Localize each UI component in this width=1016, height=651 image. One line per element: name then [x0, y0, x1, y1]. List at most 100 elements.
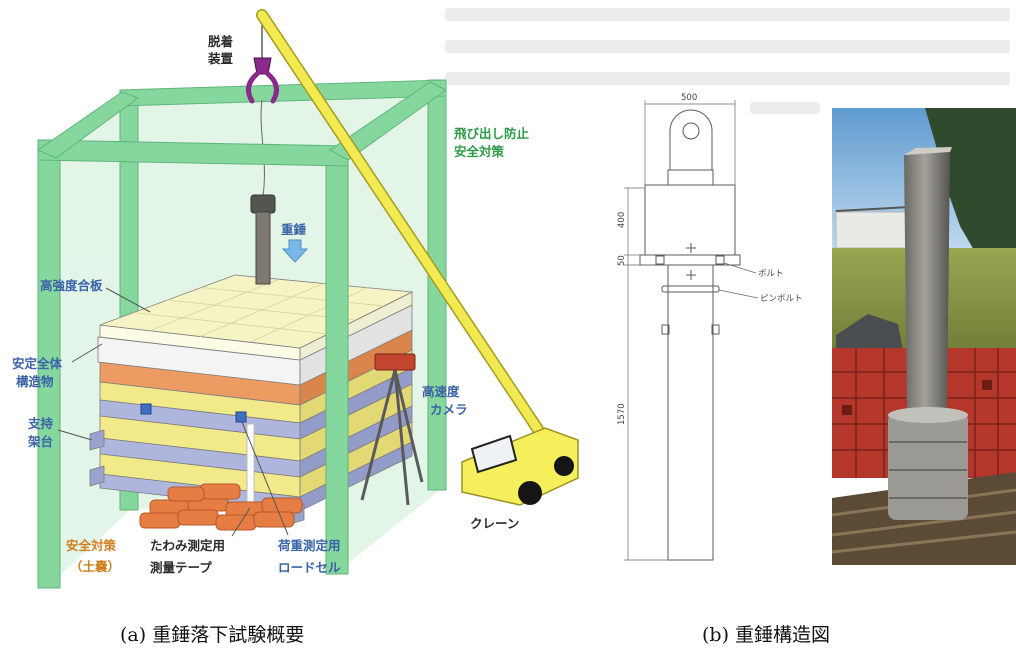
leader-plywood — [105, 287, 151, 313]
frame-post-front-right — [325, 145, 349, 575]
sandbag — [199, 483, 241, 500]
crane-boom — [257, 10, 550, 445]
label-detach-device-line2: 装置 — [207, 51, 234, 66]
sandbag — [253, 511, 295, 528]
faint-bleed-text-line — [445, 8, 1010, 21]
pin-bolt-mark — [661, 324, 670, 335]
drop-weight-photo — [832, 108, 1016, 565]
tripod-leg — [360, 369, 397, 501]
label-crane: クレーン — [470, 516, 519, 531]
high-speed-camera — [360, 353, 424, 506]
label-deflection-tape-line2: 測量テープ — [150, 560, 212, 575]
panel-b-weight-structure: 500 400 50 1570 ボルト ピンボルト — [617, 93, 1016, 646]
drop-weight-shaft — [255, 211, 271, 285]
weight-shaft — [667, 264, 714, 561]
label-deflection-tape-line1: たわみ測定用 — [150, 538, 225, 553]
sandbag — [177, 509, 219, 526]
pin-bolt-mark — [711, 324, 720, 335]
crane — [256, 9, 579, 506]
frame-beam-right — [329, 81, 447, 161]
label-load-cell-line1: 荷重測定用 — [277, 538, 341, 553]
photo-weight-drum — [888, 412, 968, 520]
dimension-width-value: 500 — [681, 93, 697, 103]
label-load-cell-line2: ロードセル — [278, 560, 341, 575]
drop-direction-arrow-icon — [281, 239, 309, 263]
label-support-frame-line2: 架台 — [27, 434, 53, 449]
dimension-plate-value: 50 — [617, 255, 627, 266]
weight-structure-drawing: 500 400 50 1570 ボルト ピンボルト — [617, 93, 803, 561]
claw-arm-left — [245, 71, 260, 104]
caption-panel-b: (b) 重錘構造図 — [702, 624, 830, 646]
label-pin-bolt: ピンボルト — [760, 294, 803, 304]
center-mark — [686, 270, 696, 280]
label-fall-prevention-line1: 飛び出し防止 — [453, 126, 530, 141]
label-detach-device-line1: 脱着 — [208, 34, 233, 49]
label-sandbag-safety-line2: （土嚢） — [70, 559, 120, 574]
center-mark — [686, 243, 696, 253]
photo-trees — [925, 108, 1016, 252]
sandbag-pile — [139, 483, 303, 531]
crane-wheel — [554, 456, 574, 476]
leader-load-cell — [241, 421, 289, 536]
label-support-frame-line1: 支持 — [27, 416, 54, 431]
label-whole-structure-line1: 安定全体 — [12, 356, 63, 371]
support-beam-end — [89, 429, 105, 451]
plywood-grid-line — [149, 278, 280, 332]
tripod-leg — [393, 369, 410, 506]
label-camera-line1: 高速度 — [422, 384, 460, 399]
faint-bleed-text-line — [445, 72, 1010, 85]
faint-bleed-text-line — [750, 102, 820, 114]
sandbag — [167, 486, 205, 502]
brick-hole — [842, 405, 852, 415]
lifting-lug — [669, 109, 713, 171]
plywood-grid-line — [199, 283, 324, 337]
frame-beam-front — [37, 139, 349, 167]
tripod-leg — [393, 369, 424, 483]
claw-arm-right — [265, 71, 280, 104]
load-cell — [235, 411, 247, 423]
label-sandbag-safety-line1: 安全対策 — [66, 538, 117, 553]
frame-beam-left — [36, 91, 140, 159]
sandbag — [215, 514, 257, 531]
brick-hole — [982, 380, 992, 390]
drop-weight — [250, 194, 276, 285]
drop-weight-cap — [250, 194, 276, 214]
photo-weight-column-top — [904, 147, 952, 155]
leader-pin-bolt — [718, 289, 759, 299]
support-beam-end — [89, 465, 105, 487]
crane-body — [461, 427, 579, 506]
lug-base-block — [667, 169, 714, 186]
label-fall-prevention-line2: 安全対策 — [454, 144, 505, 159]
leader-bolt — [723, 262, 757, 274]
panel-a-drop-test-overview: 脱着 装置 飛び出し防止 安全対策 重錘 高強度合板 安定全体 構造物 支持 架… — [12, 9, 579, 646]
faint-bleed-text-line — [445, 40, 1010, 53]
photo-weight-drum-top — [888, 407, 968, 423]
label-whole-structure-line2: 構造物 — [16, 374, 54, 389]
leader-lines — [57, 287, 289, 537]
label-bolt: ボルト — [758, 269, 784, 279]
sandbag — [261, 497, 303, 514]
label-plywood: 高強度合板 — [40, 278, 103, 293]
upper-weight-box — [644, 184, 736, 256]
load-cell — [140, 403, 152, 415]
photo-drop-weight — [888, 147, 968, 520]
camera-body — [374, 353, 416, 371]
lifting-lug-hole — [682, 122, 700, 140]
leader-whole-structure — [71, 343, 103, 363]
leader-deflection-tape — [231, 507, 251, 537]
label-camera-line2: カメラ — [430, 402, 468, 417]
sandbag — [139, 512, 181, 529]
label-weight: 重錘 — [281, 222, 307, 237]
bolt-head — [655, 255, 665, 265]
dimension-shaft-value: 1570 — [617, 403, 627, 425]
bolt-head — [715, 255, 725, 265]
pin-bolt-ring — [661, 285, 720, 293]
detach-device-claw — [245, 57, 280, 104]
dimension-upper-value: 400 — [617, 212, 627, 228]
crane-windshield — [470, 434, 518, 474]
caption-panel-a: (a) 重錘落下試験概要 — [120, 624, 304, 646]
drum-bands — [889, 441, 967, 499]
faint-bleed-text — [445, 8, 1010, 114]
photo-weight-column — [904, 152, 950, 416]
